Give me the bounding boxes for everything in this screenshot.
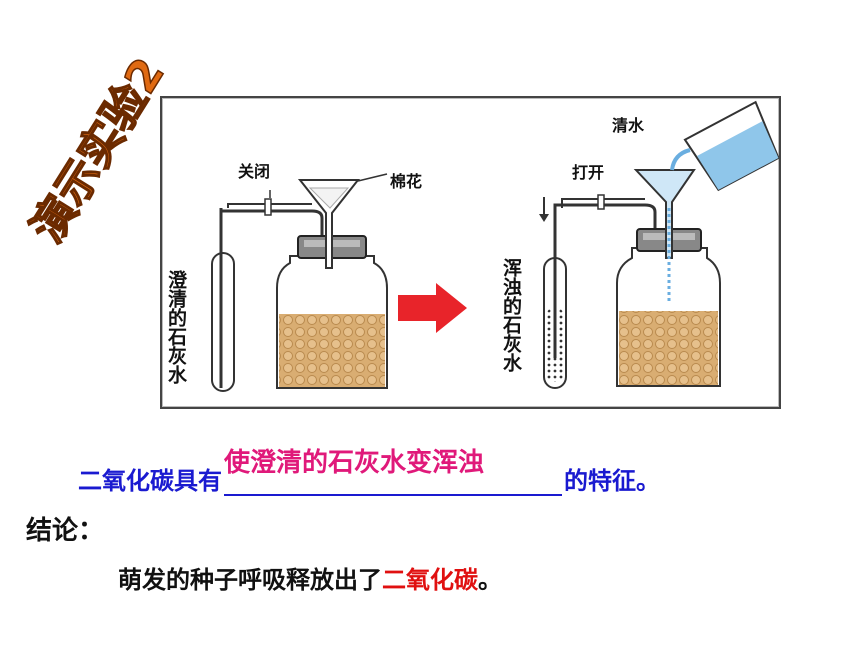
conclusion-suffix: 。 xyxy=(478,566,502,594)
conclusion-prefix: 萌发的种子呼吸释放出了 xyxy=(118,566,382,594)
experiment-figure: 关闭 棉花 澄清的石灰水 xyxy=(160,96,781,409)
water-beaker xyxy=(683,100,779,192)
answer-text: 使澄清的石灰水变浑浊 xyxy=(224,448,485,478)
statement-prefix: 二氧化碳具有 xyxy=(78,467,222,495)
conclusion-text: 萌发的种子呼吸释放出了二氧化碳。 xyxy=(118,560,502,595)
left-test-tube xyxy=(211,252,235,392)
right-apparatus: 清水 打开 浑浊的石灰水 xyxy=(500,100,779,389)
right-clamp-label: 打开 xyxy=(572,163,604,182)
right-clamp xyxy=(597,194,605,210)
right-seeds xyxy=(619,311,718,385)
transition-arrow xyxy=(398,283,467,333)
conclusion-label: 结论： xyxy=(26,516,105,546)
left-clamp xyxy=(264,198,272,216)
left-seeds xyxy=(279,314,385,387)
statement-suffix: 的特征。 xyxy=(564,467,660,495)
water-label: 清水 xyxy=(612,116,645,135)
right-funnel xyxy=(633,169,696,259)
left-apparatus: 关闭 棉花 澄清的石灰水 xyxy=(165,162,422,392)
right-tube-label: 浑浊的石灰水 xyxy=(500,258,523,372)
statement-line: 二氧化碳具有 使澄清的石灰水变浑浊 的特征。 xyxy=(78,448,660,496)
answer-blank: 使澄清的石灰水变浑浊 xyxy=(224,448,562,496)
title-art: 演示实验2 xyxy=(21,49,175,253)
slide-title: 演示实验2 xyxy=(22,49,175,251)
left-tube-label: 澄清的石灰水 xyxy=(165,269,188,384)
left-funnel-label: 棉花 xyxy=(390,172,422,191)
left-funnel xyxy=(297,179,361,269)
left-clamp-label: 关闭 xyxy=(238,162,270,181)
conclusion-highlight: 二氧化碳 xyxy=(382,566,478,594)
